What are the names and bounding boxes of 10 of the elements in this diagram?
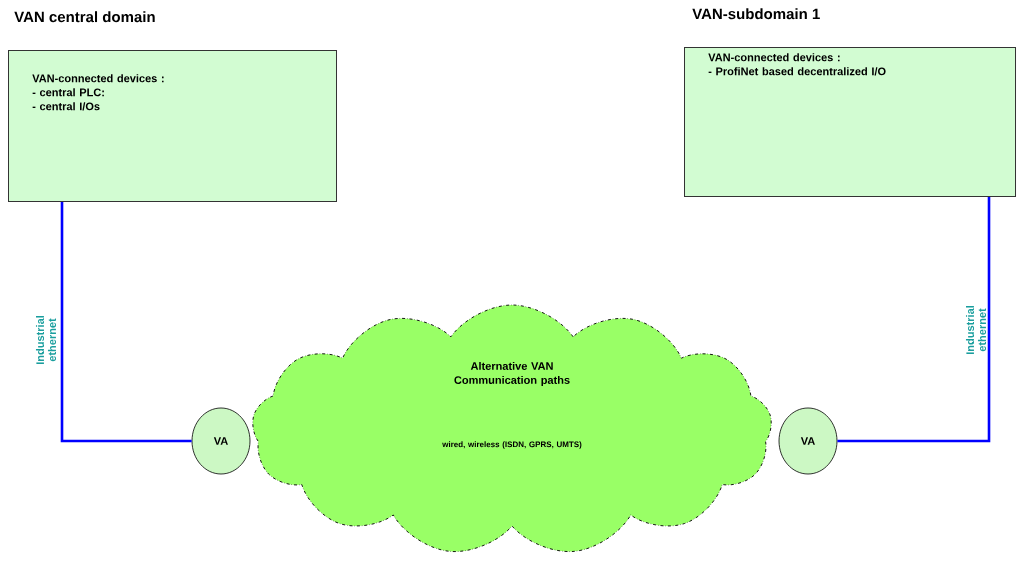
device-list: VAN-connected devices : - ProfiNet based decentralized I/O [708,53,886,76]
cloud-note: wired, wireless (ISDN, GPRS, UMTS) [442,441,582,449]
edge-label: Industrial ethernet [35,316,57,364]
domain-heading: VAN central domain [14,11,155,23]
cable-line [837,197,991,443]
device-list: VAN-connected devices : - central PLC: - central I/Os [32,74,164,111]
cable-line [60,202,192,443]
domain-heading: VAN-subdomain 1 [692,8,820,20]
cloud-title: Alternative VAN Communication paths [454,361,570,387]
edge-label: Industrial ethernet [965,306,987,354]
